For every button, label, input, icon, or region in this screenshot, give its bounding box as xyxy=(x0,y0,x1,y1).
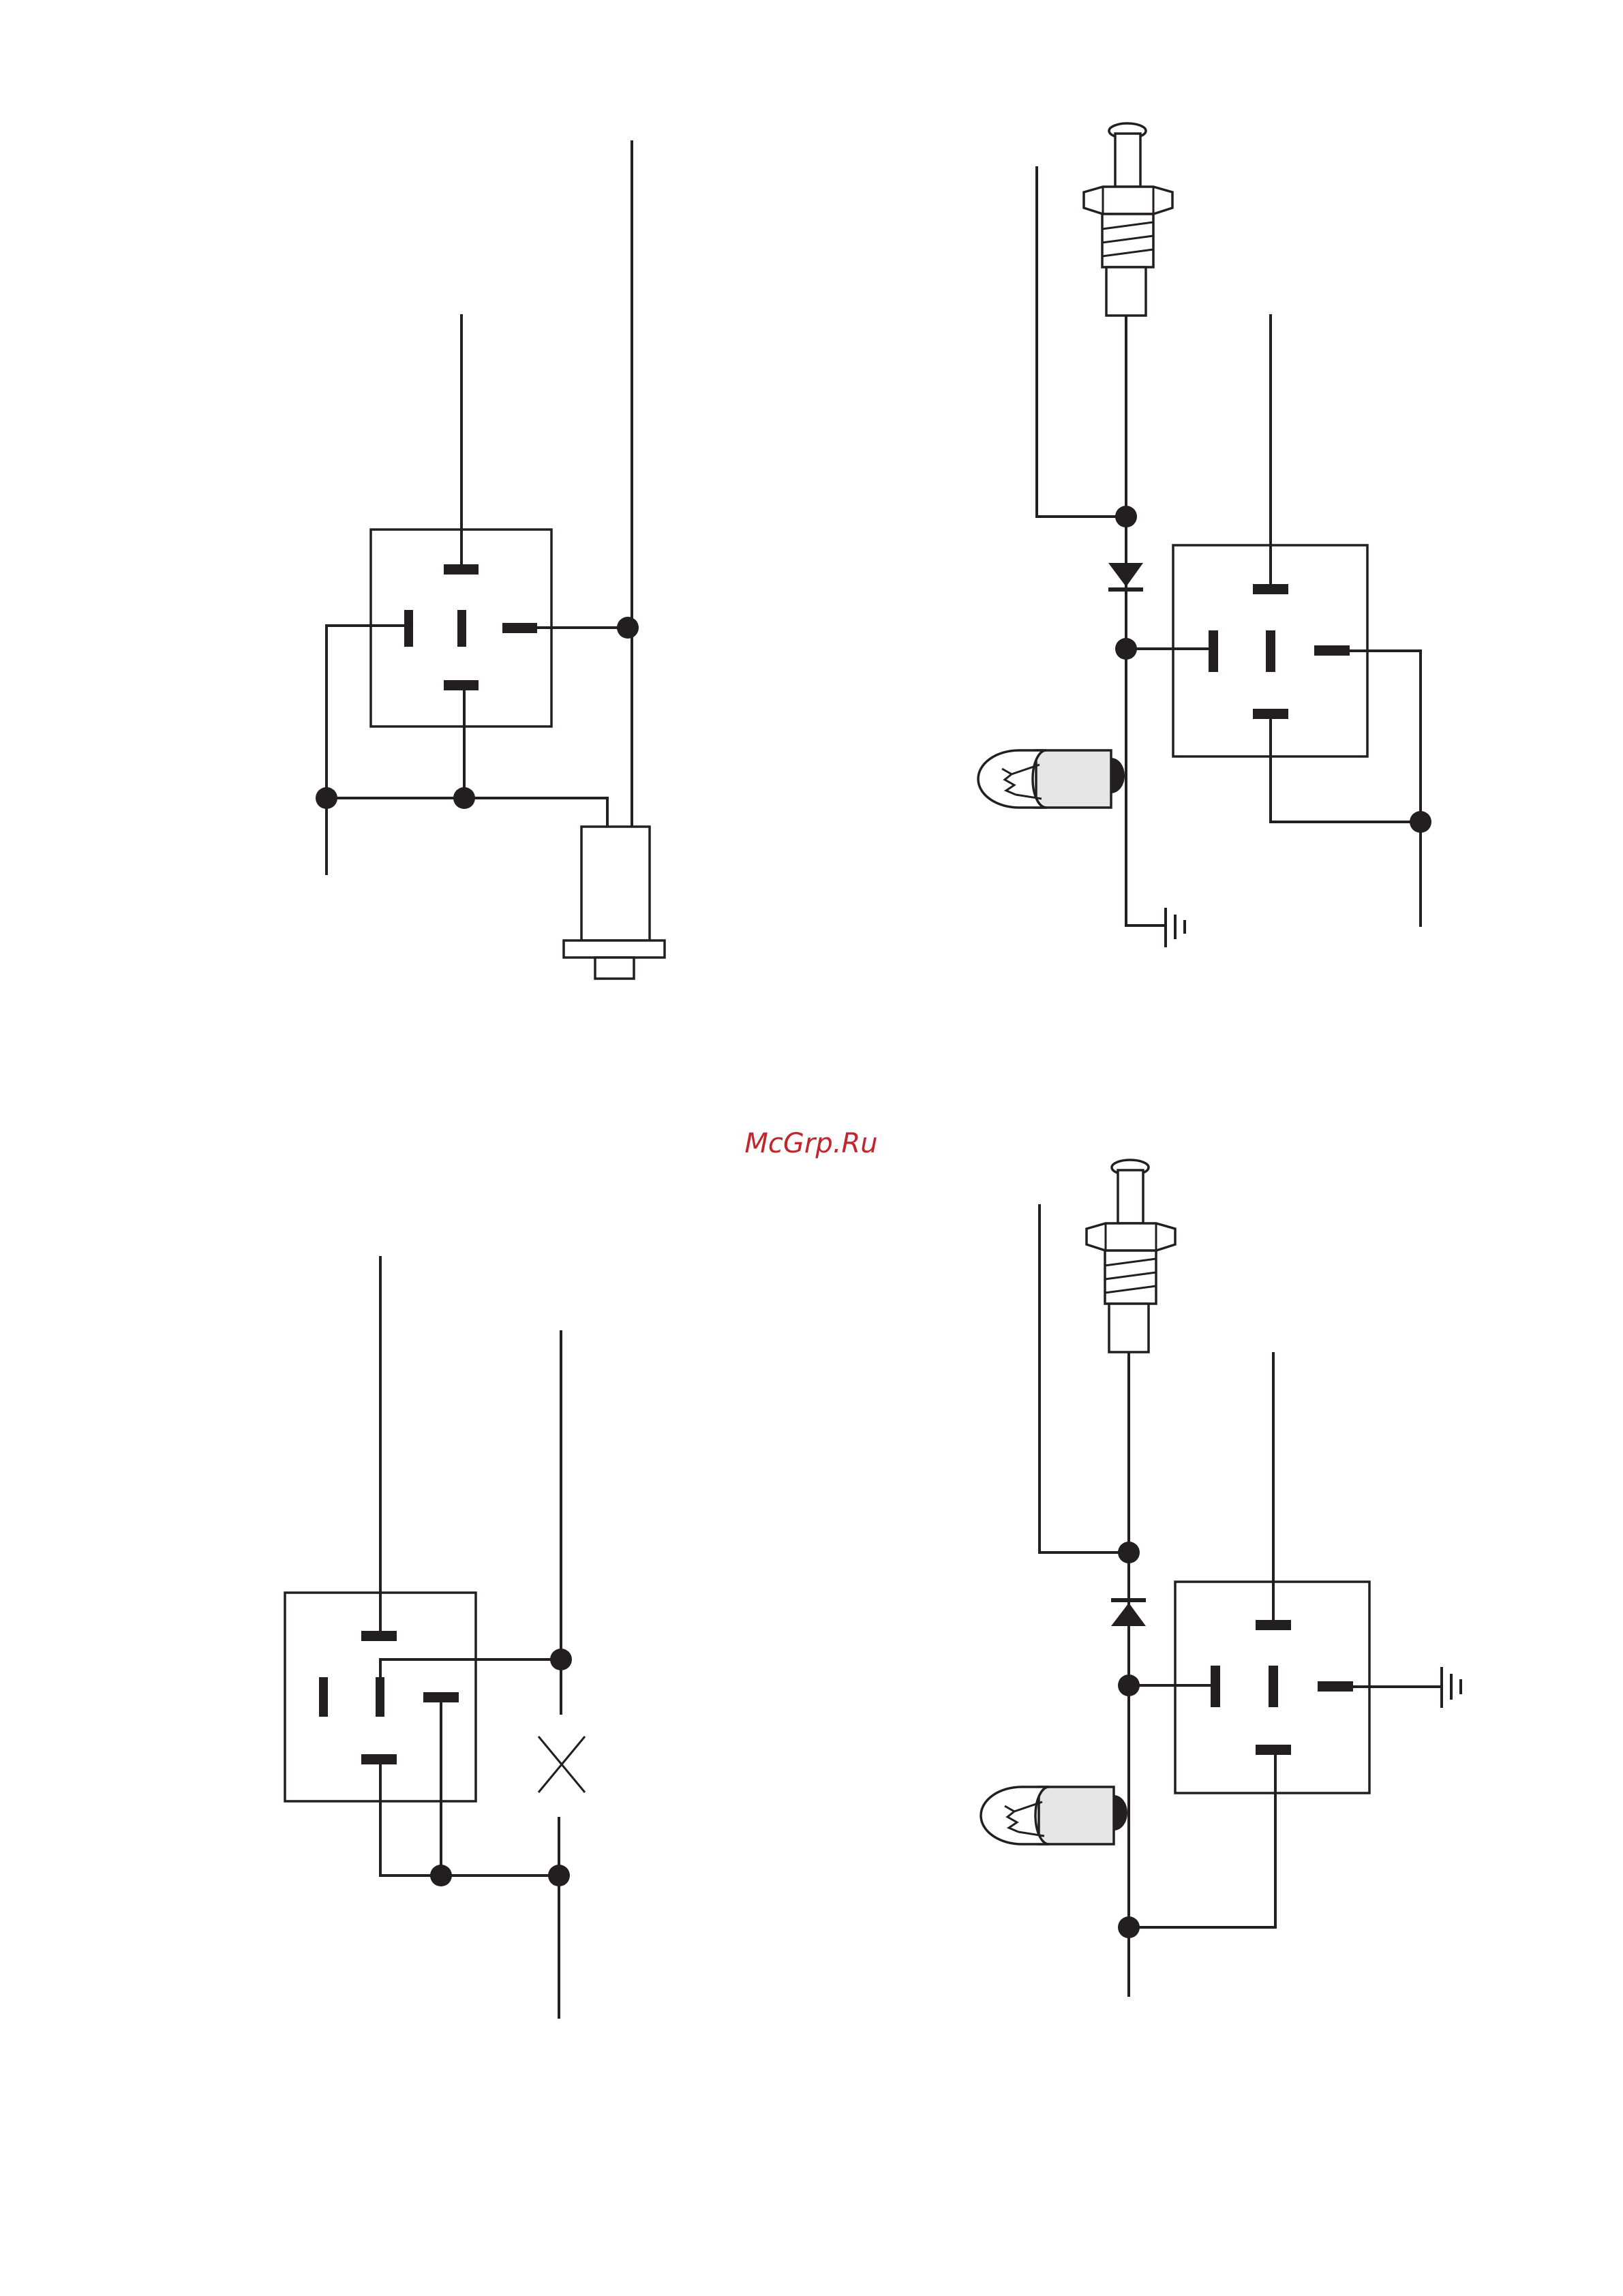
diagram-bottom-right xyxy=(981,1160,1461,1997)
open-contact xyxy=(539,1736,585,1792)
junction-dots xyxy=(316,617,639,809)
diagram-bottom-left xyxy=(285,1256,585,2019)
push-switch xyxy=(564,827,665,979)
wires xyxy=(1037,166,1421,927)
junction-dots xyxy=(430,1649,572,1886)
bulb xyxy=(978,750,1125,808)
watermark-text: McGrp.Ru xyxy=(723,1128,900,1159)
wires xyxy=(327,140,632,875)
bulb xyxy=(981,1787,1127,1844)
ground-symbol xyxy=(1166,908,1185,947)
ground-symbol xyxy=(1442,1667,1461,1708)
pressure-switch xyxy=(1084,123,1172,316)
diagram-top-left xyxy=(316,140,665,979)
wires xyxy=(1040,1204,1442,1997)
pressure-switch xyxy=(1087,1160,1175,1352)
wires xyxy=(380,1256,561,2019)
diagram-top-right xyxy=(978,123,1431,947)
